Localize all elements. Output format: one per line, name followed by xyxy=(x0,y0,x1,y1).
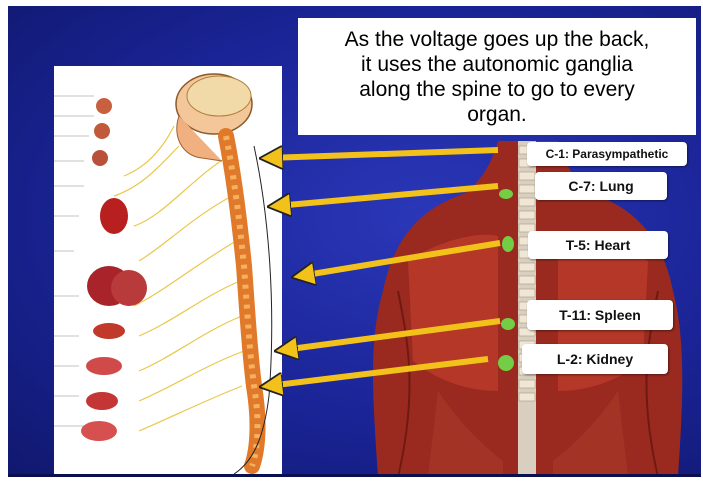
label-c7: C-7: Lung xyxy=(535,172,667,200)
nervous-system-chart-illustration xyxy=(54,66,282,474)
title-line: it uses the autonomic ganglia xyxy=(307,52,687,77)
title-text: As the voltage goes up the back, it uses… xyxy=(307,27,687,127)
nervous-system-chart xyxy=(54,66,282,474)
label-c1: C-1: Parasympathetic xyxy=(527,142,687,166)
title-line: along the spine to go to every xyxy=(307,77,687,102)
title-box: As the voltage goes up the back, it uses… xyxy=(298,18,696,135)
slide-bottom-rule xyxy=(8,474,701,477)
label-t11: T-11: Spleen xyxy=(527,300,673,330)
title-line: organ. xyxy=(307,102,687,127)
slide: As the voltage goes up the back, it uses… xyxy=(8,6,701,477)
label-t5: T-5: Heart xyxy=(528,231,668,259)
label-l2: L-2: Kidney xyxy=(522,344,668,374)
title-line: As the voltage goes up the back, xyxy=(307,27,687,52)
